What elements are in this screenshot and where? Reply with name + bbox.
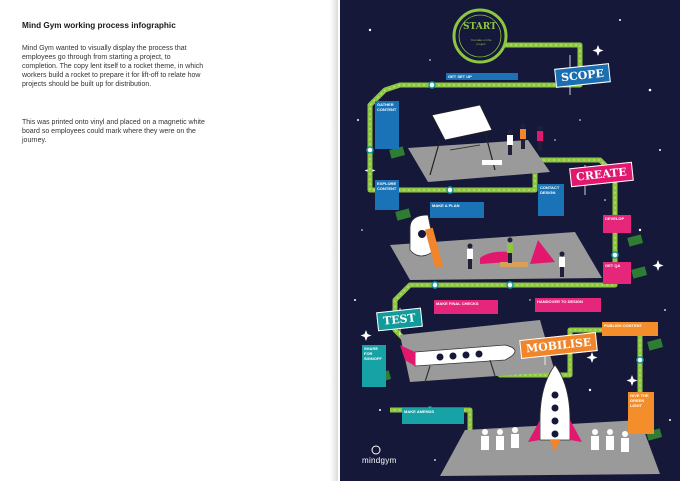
start-label: START — [463, 22, 497, 32]
horizontal-rocket-icon — [400, 344, 516, 383]
poster-artwork — [354, 8, 671, 476]
step-make-amends: MAKE AMENDS — [402, 408, 464, 424]
step-publish-content: PUBLISH CONTENT — [602, 322, 658, 336]
launch-platform — [440, 420, 660, 476]
step-make-a-plan: MAKE A PLAN — [430, 202, 484, 218]
astronaut-crew — [481, 427, 629, 452]
page-title: Mind Gym working process infographic — [22, 21, 176, 30]
rocket-fin-icon — [480, 240, 555, 264]
workers-create — [467, 237, 565, 277]
infographic-poster: START You take on the project SCOPE CREA… — [340, 0, 680, 481]
step-develop: DEVELOP — [603, 215, 631, 233]
mindgym-logo-mark — [371, 445, 381, 455]
mindgym-logo-text: mindgym — [362, 456, 397, 465]
workers-scope — [507, 123, 543, 155]
step-explore-content: EXPLORE CONTENT — [375, 180, 399, 210]
workbench-icon — [500, 262, 528, 267]
step-get-set-up: GET SET UP — [446, 73, 518, 80]
step-gather-content: GATHER CONTENT — [375, 101, 399, 149]
step-share-for-signoff: SHARE FOR SIGNOFF — [362, 345, 386, 387]
launch-rocket-icon — [528, 364, 582, 452]
page-fold-shadow — [330, 0, 338, 481]
meeting-table-icon — [482, 160, 502, 165]
step-give-the-green-light: GIVE THE GREEN LIGHT — [628, 392, 654, 434]
description-paragraph: Mind Gym wanted to visually display the … — [22, 45, 204, 88]
description-panel: Mind Gym working process infographic Min… — [22, 21, 205, 144]
scope-platform — [408, 140, 550, 182]
start-sub-label: You take on the project — [470, 38, 492, 46]
start-badge — [452, 8, 508, 64]
step-make-final-checks: MAKE FINAL CHECKS — [434, 300, 498, 314]
step-handover-to-design: HANDOVER TO DESIGN — [535, 298, 601, 312]
step-contact-design: CONTACT DESIGN — [538, 184, 564, 216]
step-get-qa: GET QA — [603, 262, 631, 284]
description-paragraph-2: This was printed onto vinyl and placed o… — [22, 119, 205, 144]
rocket-nose-cone-icon — [409, 214, 444, 269]
